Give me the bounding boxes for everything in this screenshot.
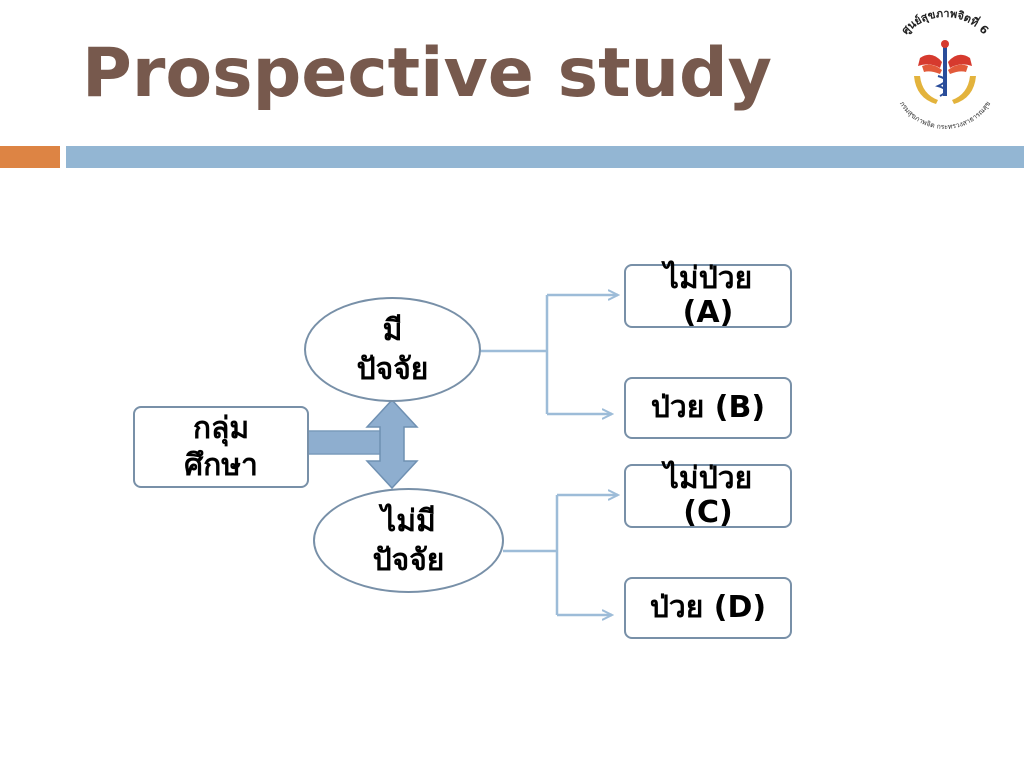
node-outcome-a: ไม่ป่วย (A) (624, 260, 792, 330)
outcome-b-label: ป่วย (B) (650, 390, 766, 426)
outcome-a-label-line1: ไม่ป่วย (663, 260, 753, 296)
node-outcome-c: ไม่ป่วย (C) (624, 460, 792, 530)
node-unexposed: ไม่มี ปัจจัย (313, 488, 504, 593)
study-group-label-line1: กลุ่ม (192, 410, 250, 446)
outcome-c-label-line1: ไม่ป่วย (663, 460, 753, 496)
unexposed-label-line2: ปัจจัย (372, 542, 445, 578)
exposed-label-line1: มี (382, 312, 403, 348)
node-exposed: มี ปัจจัย (304, 297, 481, 402)
accent-bar-blue (66, 146, 1024, 168)
study-group-label-line2: ศึกษา (184, 448, 258, 483)
study-group-connector-bar (307, 430, 385, 455)
node-outcome-b: ป่วย (B) (624, 377, 792, 439)
outcome-a-label-line2: (A) (682, 295, 734, 330)
exposed-label-line2: ปัจจัย (356, 351, 429, 387)
slide-title: Prospective study (82, 34, 772, 113)
connector-unexposed (503, 495, 618, 615)
mental-health-center-emblem-icon: ศูนย์สุขภาพจิตที่ 6 กรมสุขภาพจิต กระทรวง… (898, 7, 992, 131)
accent-bar-orange (0, 146, 60, 168)
outcome-d-label: ป่วย (D) (649, 590, 767, 626)
node-outcome-d: ป่วย (D) (624, 577, 792, 639)
connector-exposed (480, 295, 618, 414)
outcome-c-label-line2: (C) (683, 495, 733, 530)
node-study-group: กลุ่ม ศึกษา (133, 406, 309, 488)
unexposed-label-line1: ไม่มี (381, 503, 436, 539)
